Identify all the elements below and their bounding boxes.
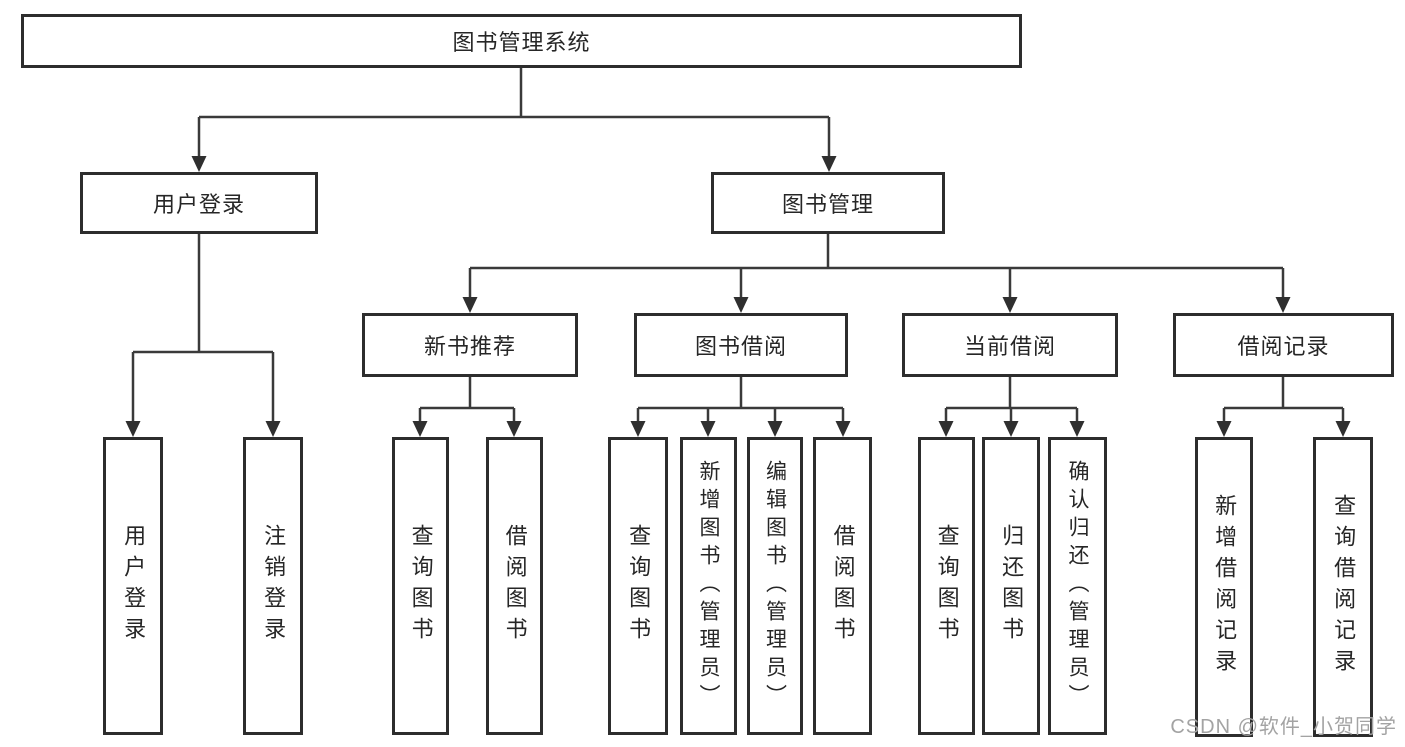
watermark-text: CSDN @软件_小贺同学 [1170,716,1397,738]
leaf-query-books-recommend: 查询图书 [392,437,449,735]
leaf-label: 查询图书 [626,524,652,648]
leaf-add-borrow-record: 新增借阅记录 [1195,437,1253,737]
node-label: 新书推荐 [423,334,516,359]
node-label: 当前借阅 [963,334,1056,359]
leaf-query-borrow-record: 查询借阅记录 [1313,437,1373,737]
leaf-user-login: 用户登录 [103,437,163,735]
leaf-label: 查询图书 [934,524,960,648]
node-new-book-recommendation: 新书推荐 [362,313,578,377]
node-label: 借阅记录 [1237,334,1330,359]
leaf-logout: 注销登录 [243,437,303,735]
leaf-label: 归还图书 [999,524,1025,648]
leaf-return-books: 归还图书 [982,437,1040,735]
leaf-label: 借阅图书 [502,524,528,648]
node-label: 图书借阅 [694,334,787,359]
leaf-query-books-current: 查询图书 [918,437,975,735]
leaf-add-book-admin: 新增图书（管理员） [680,437,737,735]
node-label: 用户登录 [152,192,245,217]
node-label: 图书管理系统 [452,30,591,55]
leaf-label: 编辑图书（管理员） [763,460,787,712]
node-borrowing-records: 借阅记录 [1173,313,1394,377]
leaf-label: 确认归还（管理员） [1066,460,1090,712]
leaf-label: 用户登录 [121,524,147,648]
leaf-label: 借阅图书 [830,524,856,648]
node-current-borrowing: 当前借阅 [902,313,1118,377]
leaf-label: 新增借阅记录 [1212,494,1238,680]
leaf-borrow-books: 借阅图书 [813,437,872,735]
node-book-borrowing: 图书借阅 [634,313,848,377]
leaf-label: 查询图书 [408,524,434,648]
node-label: 图书管理 [781,192,874,217]
leaf-confirm-return-admin: 确认归还（管理员） [1048,437,1107,735]
node-user-login: 用户登录 [80,172,318,234]
leaf-edit-book-admin: 编辑图书（管理员） [747,437,803,735]
leaf-label: 查询借阅记录 [1331,494,1357,680]
leaf-label: 新增图书（管理员） [697,460,721,712]
node-library-management-system: 图书管理系统 [21,14,1022,68]
leaf-borrow-books-recommend: 借阅图书 [486,437,543,735]
node-book-management: 图书管理 [711,172,945,234]
leaf-label: 注销登录 [261,524,287,648]
leaf-query-books-borrow: 查询图书 [608,437,668,735]
